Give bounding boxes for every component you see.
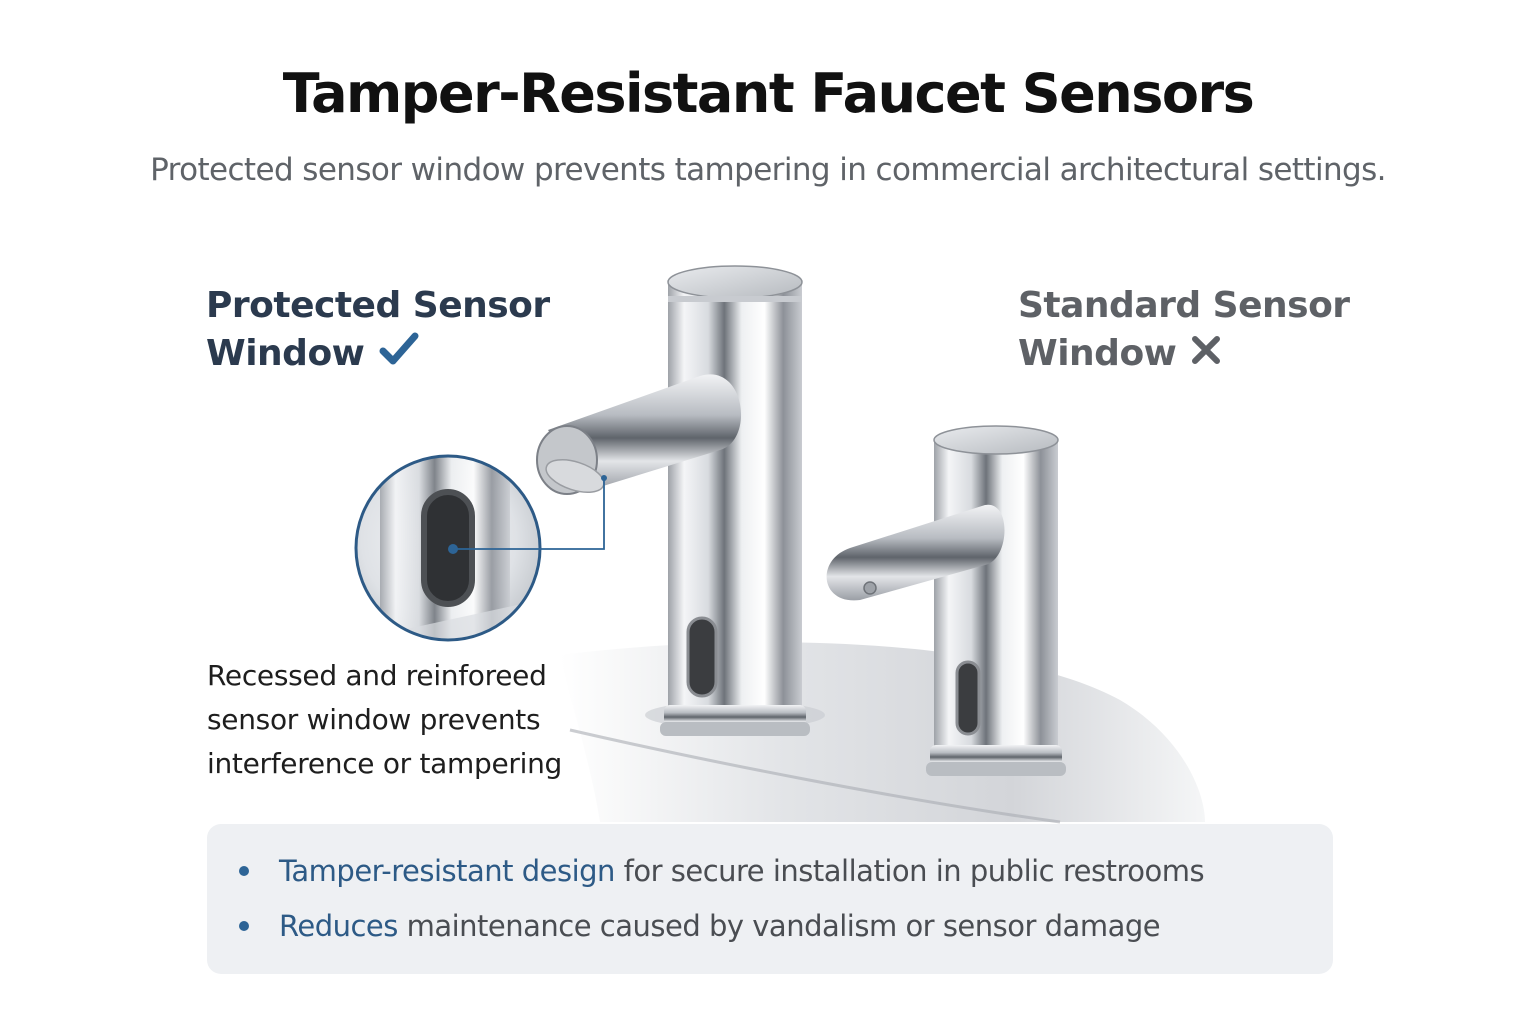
callout-line1: Recessed and reinforeed: [207, 659, 547, 692]
standard-sensor-label: Standard Sensor Window: [1018, 282, 1350, 379]
protected-label-line1: Protected Sensor: [206, 285, 550, 326]
protected-label-text: Window: [206, 333, 365, 374]
page-title: Tamper-Resistant Faucet Sensors: [282, 62, 1255, 125]
feature-text: maintenance caused by vandalism or senso…: [397, 909, 1161, 943]
feature-item: Tamper-resistant design for secure insta…: [239, 854, 1205, 888]
feature-highlight: Reduces: [279, 909, 398, 943]
checkmark-icon: [378, 331, 420, 380]
x-mark-icon: [1190, 331, 1222, 379]
bullet-icon: [239, 866, 249, 876]
short-faucet: [826, 425, 1066, 776]
bullet-icon: [239, 921, 249, 931]
standard-label-line2: Window: [1018, 330, 1350, 379]
protected-label-line2: Window: [206, 330, 550, 380]
standard-label-line1: Standard Sensor: [1018, 285, 1350, 326]
feature-item: Reduces maintenance caused by vandalism …: [239, 909, 1161, 943]
magnifier-callout: [354, 454, 607, 642]
callout-line3: interference or tampering: [207, 747, 562, 780]
tall-faucet: [536, 265, 810, 736]
feature-text: for secure installation in public restro…: [614, 854, 1205, 888]
callout-line2: sensor window prevents: [207, 703, 541, 736]
features-panel: Tamper-resistant design for secure insta…: [207, 824, 1333, 974]
feature-highlight: Tamper-resistant design: [279, 854, 615, 888]
protected-sensor-label: Protected Sensor Window: [206, 282, 550, 380]
callout-description: Recessed and reinforeed sensor window pr…: [207, 654, 562, 786]
standard-label-text: Window: [1018, 333, 1177, 374]
page-subtitle: Protected sensor window prevents tamperi…: [150, 152, 1386, 188]
